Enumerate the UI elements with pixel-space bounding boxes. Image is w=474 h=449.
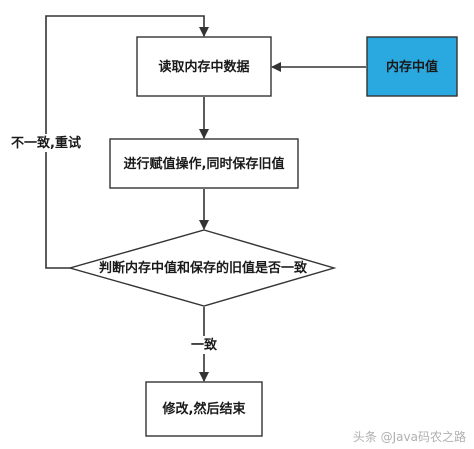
memory-value-label: 内存中值	[386, 59, 438, 75]
retry-loop-edge	[45, 15, 209, 269]
finish-node: 修改,然后结束	[145, 381, 263, 437]
read-memory-label: 读取内存中数据	[158, 59, 249, 75]
assign-node: 进行赋值操作,同时保存旧值	[109, 138, 299, 189]
read-memory-node: 读取内存中数据	[136, 36, 272, 97]
decision-label: 判断内存中值和保存的旧值是否一致	[99, 260, 308, 276]
decision-node: 判断内存中值和保存的旧值是否一致	[67, 229, 337, 307]
mismatch-edge-label: 不一致,重试	[11, 135, 81, 151]
watermark-text: 头条 @Java码农之路	[353, 429, 466, 444]
memory-value-node: 内存中值	[366, 36, 458, 97]
assign-label: 进行赋值操作,同时保存旧值	[124, 156, 285, 172]
finish-label: 修改,然后结束	[162, 401, 247, 417]
match-edge-label: 一致	[191, 337, 218, 353]
